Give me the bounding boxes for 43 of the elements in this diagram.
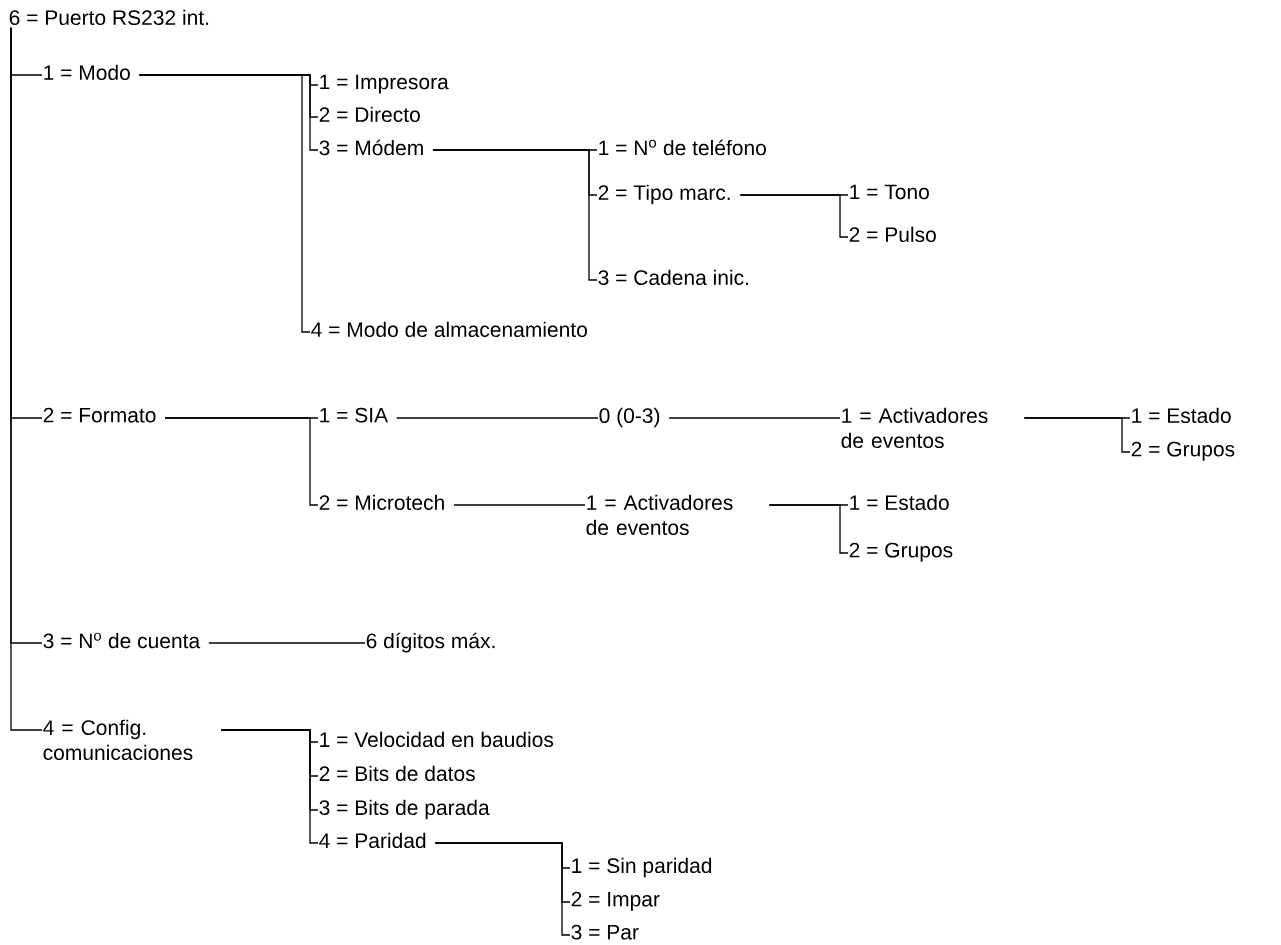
menu-item: 2 = Directo (319, 106, 420, 123)
tree-line (434, 842, 571, 936)
menu-item: 2 = Bits de datos (319, 765, 475, 782)
menu-item: 2 = Formato (43, 407, 156, 423)
tree-line (739, 194, 849, 238)
menu-item: 2 = Grupos (849, 542, 953, 562)
menu-item: 4 = Paridad (319, 832, 426, 849)
menu-item: 3 = Bits de parada (319, 799, 490, 820)
menu-item: 3 = Módem (319, 139, 423, 156)
menu-item: 2 = Pulso (849, 226, 936, 243)
menu-item: 2 = Grupos (1131, 441, 1235, 461)
tree-line (220, 729, 319, 844)
menu-item: 6 dígitos máx. (366, 632, 495, 653)
menu-item: 4 = Config. comunicaciones (43, 719, 193, 761)
menu-item: 3 = N$^{o}$ de cuenta (43, 632, 201, 649)
menu-item: 1 = SIA (320, 407, 389, 423)
tree-line (432, 149, 598, 281)
tree-line (1023, 417, 1131, 453)
menu-item: 2 = Impar (571, 891, 660, 911)
menu-item: 2 = Tipo marc. (598, 184, 730, 205)
menu-item: 0 (0-3) (599, 407, 660, 428)
menu-item: 3 = Par (571, 924, 639, 940)
tree-line (138, 74, 311, 333)
menu-item: 1 = Estado (1132, 407, 1231, 424)
tree-line (164, 417, 319, 506)
menu-item: 1 = Tono (850, 184, 929, 200)
tree-line (396, 417, 599, 419)
menu-item: 1 = Activadores de eventos (841, 407, 988, 449)
menu-item: 3 = Cadena inic. (598, 269, 749, 286)
menu-item: 1 = Estado (850, 494, 949, 511)
menu-item: 1 = Activadores de eventos (586, 494, 733, 536)
menu-item: 4 = Modo de almacenamiento (311, 321, 587, 338)
menu-item: 1 = Impresora (320, 74, 449, 94)
menu-item: 6 = Puerto RS232 int. (9, 9, 209, 26)
menu-item: 2 = Microtech (319, 494, 444, 511)
tree-line (668, 417, 841, 419)
menu-item: 1 = Sin paridad (572, 857, 712, 878)
tree-line (208, 642, 366, 644)
menu-item: 1 = N$^{o}$ de teléfono (599, 139, 766, 156)
menu-item: 1 = Modo (44, 64, 130, 81)
tree-line (768, 504, 849, 554)
tree-line (453, 504, 586, 506)
menu-item: 1 = Velocidad en baudios (320, 731, 554, 748)
